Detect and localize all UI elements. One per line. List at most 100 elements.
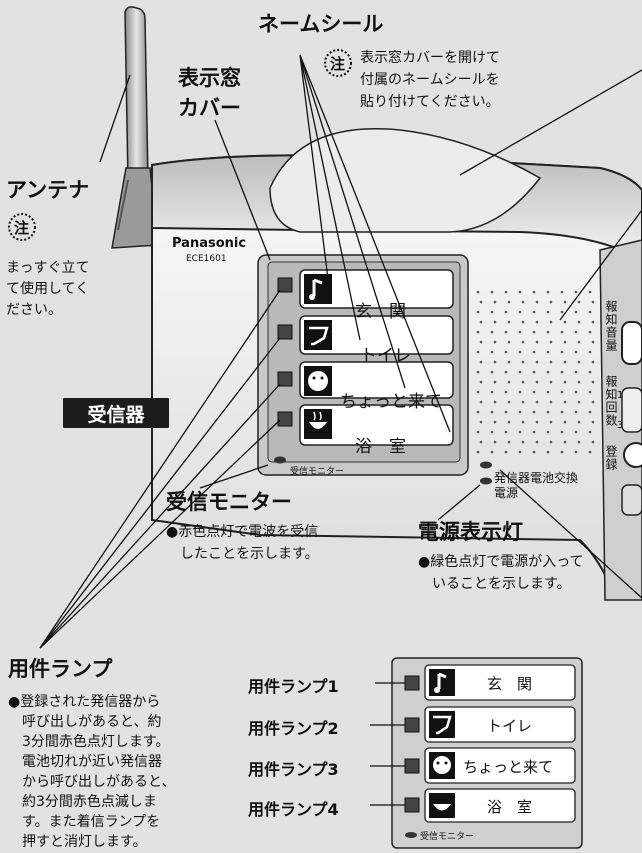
battery-led-label: 発信器電池交換 (494, 471, 579, 485)
speaker-hole (479, 420, 483, 424)
speaker-hole (479, 440, 483, 444)
speaker-hole (479, 300, 483, 304)
inset-panel (370, 657, 583, 849)
speaker-hole (563, 380, 567, 384)
speaker-hole (490, 350, 494, 354)
speaker-hole (521, 400, 525, 404)
speaker-hole (532, 410, 536, 414)
speaker-hole (574, 350, 578, 354)
speaker-hole (591, 440, 595, 444)
speaker-hole (549, 320, 553, 324)
speaker-hole (574, 310, 578, 314)
speaker-hole (563, 420, 567, 424)
speaker-hole (574, 330, 578, 334)
inset-lamp-label-4: 用件ランプ4 (248, 800, 339, 819)
speaker-hole (479, 360, 483, 364)
speaker-hole (518, 330, 522, 334)
name-seal-note-3: 貼り付けてください。 (360, 94, 500, 110)
speaker-hole (546, 310, 550, 314)
window-cover-title-2: カバー (178, 96, 241, 120)
speaker-hole (563, 320, 567, 324)
speaker-hole (546, 330, 550, 334)
speaker-hole (577, 320, 581, 324)
speaker-hole (507, 360, 511, 364)
speaker-hole (532, 430, 536, 434)
speaker-hole (504, 410, 508, 414)
note-mark-icon: 注 (14, 219, 30, 237)
speaker-hole (507, 340, 511, 344)
speaker-hole (490, 410, 494, 414)
speaker-hole (577, 360, 581, 364)
side-count-value-1: 1 (617, 390, 624, 401)
speaker-hole (549, 360, 553, 364)
speaker-hole (560, 310, 564, 314)
speaker-hole (504, 290, 508, 294)
speaker-hole (591, 380, 595, 384)
speaker-hole (518, 310, 522, 314)
speaker-hole (577, 420, 581, 424)
speaker-hole (532, 390, 536, 394)
speaker-hole (532, 350, 536, 354)
speaker-hole (560, 290, 564, 294)
speaker-hole (574, 290, 578, 294)
side-count-value-3: 3 (617, 420, 624, 431)
speaker-hole (476, 310, 480, 314)
antenna-note-3: ださい。 (6, 302, 62, 318)
speaker-hole (476, 430, 480, 434)
speaker-hole (560, 330, 564, 334)
speaker-hole (532, 310, 536, 314)
speaker-hole (535, 400, 539, 404)
speaker-hole (518, 430, 522, 434)
speaker-hole (504, 370, 508, 374)
speaker-hole (588, 330, 592, 334)
speaker-hole (493, 420, 497, 424)
note-marks (8, 49, 352, 241)
speaker-hole (591, 300, 595, 304)
speaker-hole (493, 380, 497, 384)
speaker-hole (577, 440, 581, 444)
speaker-hole (546, 410, 550, 414)
lamp-title: 用件ランプ (8, 657, 113, 681)
inset-slot-3-text: ちょっと来て (463, 758, 554, 776)
speaker-hole (588, 310, 592, 314)
speaker-hole (574, 410, 578, 414)
speaker-hole (476, 290, 480, 294)
speaker-hole (546, 370, 550, 374)
lamp-desc-6: 約3分間赤色点滅しま (22, 794, 157, 810)
antenna-note-2: て使用してく (6, 281, 90, 297)
speaker-hole (518, 450, 522, 454)
speaker-hole (476, 330, 480, 334)
speaker-hole (493, 340, 497, 344)
speaker-hole (521, 360, 525, 364)
speaker-hole (577, 300, 581, 304)
lamp-desc-4: 電池切れが近い発信器 (22, 754, 162, 770)
speaker-hole (521, 420, 525, 424)
speaker-hole (588, 430, 592, 434)
speaker-hole (588, 390, 592, 394)
speaker-hole (577, 400, 581, 404)
speaker-hole (563, 360, 567, 364)
monitor-title: 受信モニター (166, 490, 292, 514)
speaker-hole (532, 330, 536, 334)
speaker-hole (588, 370, 592, 374)
model-number: ECE1601 (186, 254, 227, 264)
power-desc-2: いることを示します。 (432, 576, 571, 592)
speaker-hole (493, 400, 497, 404)
speaker-hole (560, 410, 564, 414)
speaker-hole (507, 380, 511, 384)
speaker-hole (490, 290, 494, 294)
speaker-hole (490, 450, 494, 454)
speaker-hole (535, 420, 539, 424)
receiver-badge: 受信器 (63, 398, 169, 428)
lamp-desc-3: 3分間赤色点灯します。 (22, 734, 170, 750)
speaker-hole (518, 290, 522, 294)
speaker-hole (490, 310, 494, 314)
speaker-hole (507, 320, 511, 324)
speaker-hole (574, 430, 578, 434)
inset-slot-1-text: 玄 関 (487, 675, 533, 693)
speaker-hole (560, 430, 564, 434)
speaker-hole (560, 450, 564, 454)
speaker-hole (546, 390, 550, 394)
window-cover-title-1: 表示窓 (178, 66, 241, 90)
leader-lines (39, 54, 642, 649)
